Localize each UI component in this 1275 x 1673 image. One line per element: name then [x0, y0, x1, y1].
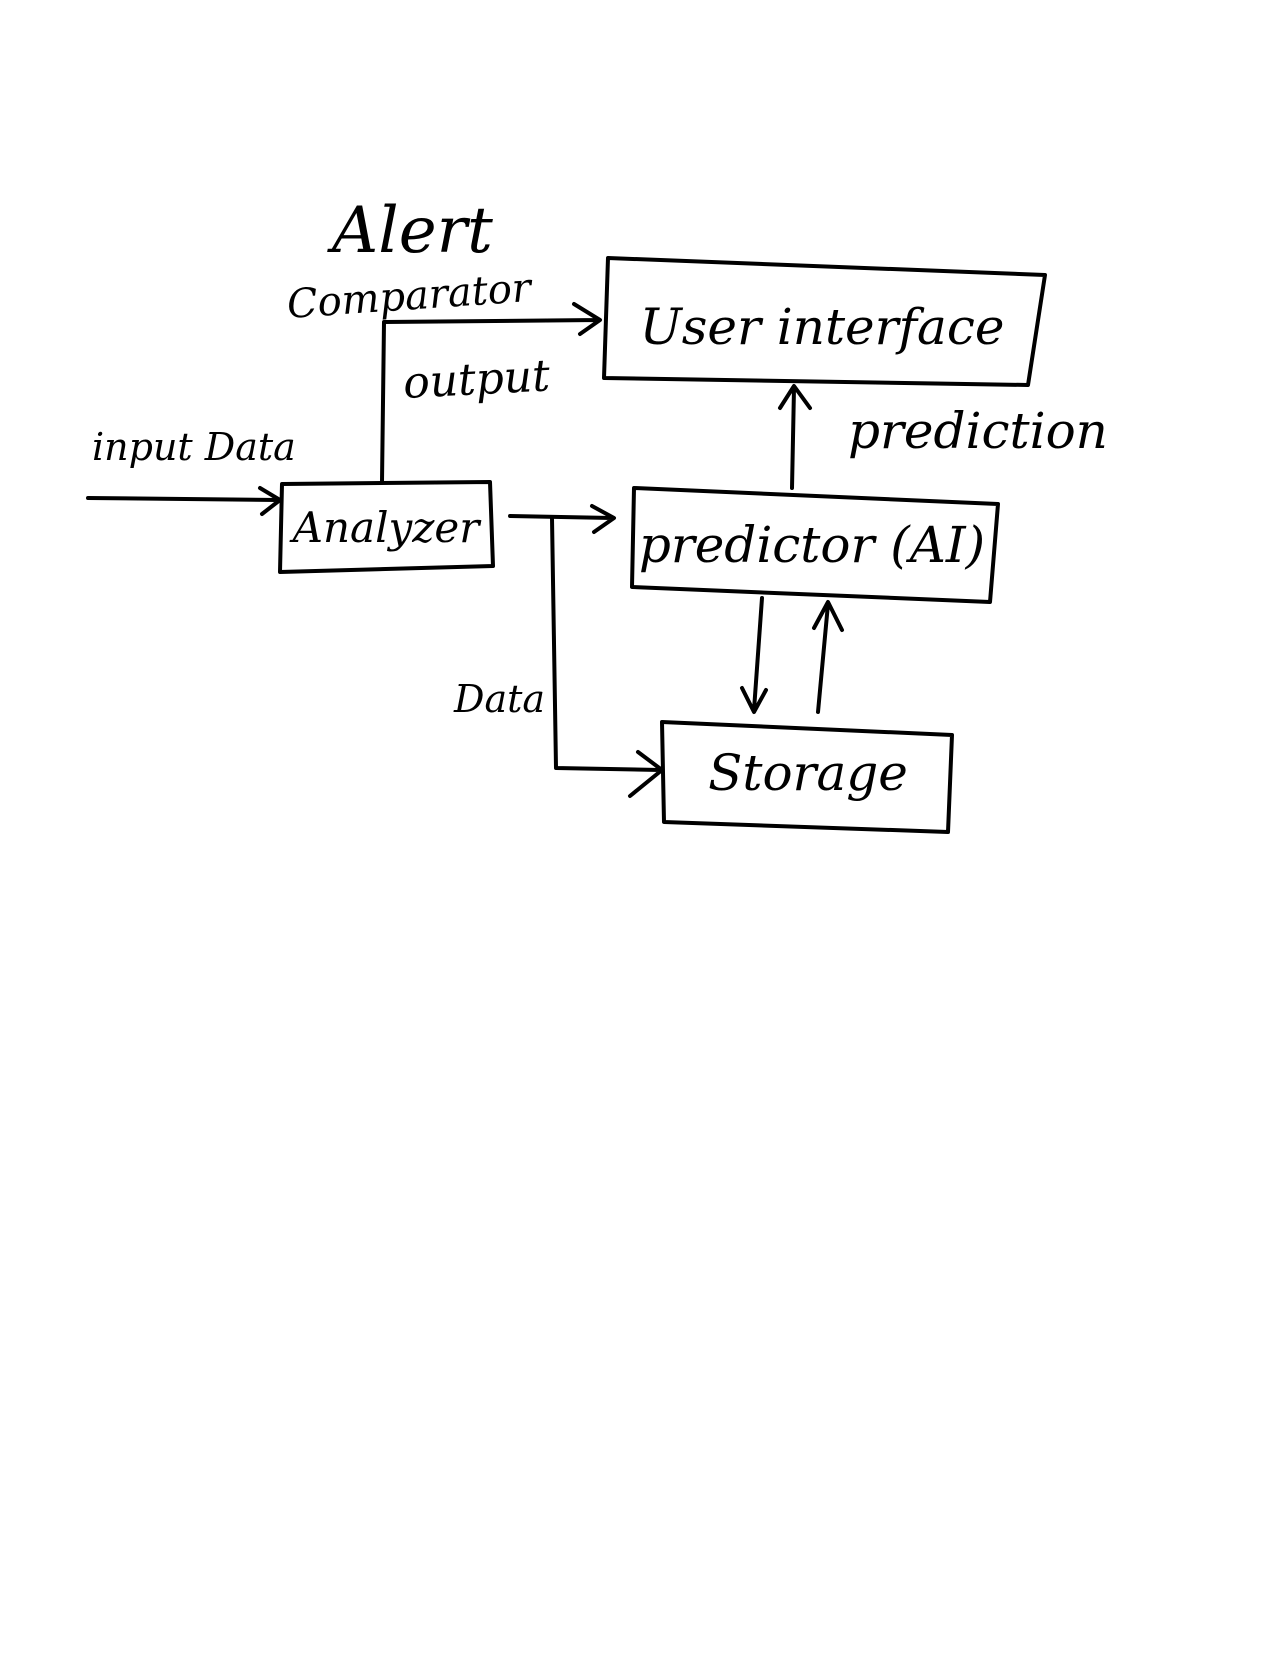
analyzer-box	[278, 480, 495, 574]
analyzer-label: Analyzer	[289, 503, 483, 552]
input-arrow	[86, 486, 282, 516]
user-interface-box	[602, 256, 1047, 387]
alert-label: Alert	[327, 194, 493, 268]
data-label: Data	[453, 677, 545, 721]
storage-label: Storage	[708, 744, 908, 802]
predictor-label: predictor (AI)	[639, 516, 985, 574]
output-label: output	[402, 350, 551, 409]
user-interface-label: User interface	[640, 298, 1005, 356]
analyzer-to-predictor-arrow	[508, 504, 616, 534]
comparator-label: Comparator	[285, 265, 535, 328]
input-data-label: input Data	[92, 425, 296, 469]
prediction-arrow	[778, 384, 812, 490]
predictor-box	[630, 486, 1000, 604]
storage-box	[660, 720, 954, 834]
output-arrow	[380, 302, 602, 484]
predictor-to-storage-arrow	[740, 596, 768, 714]
data-arrow	[550, 516, 664, 798]
storage-to-predictor-arrow	[812, 600, 844, 714]
prediction-label: prediction	[848, 402, 1108, 460]
